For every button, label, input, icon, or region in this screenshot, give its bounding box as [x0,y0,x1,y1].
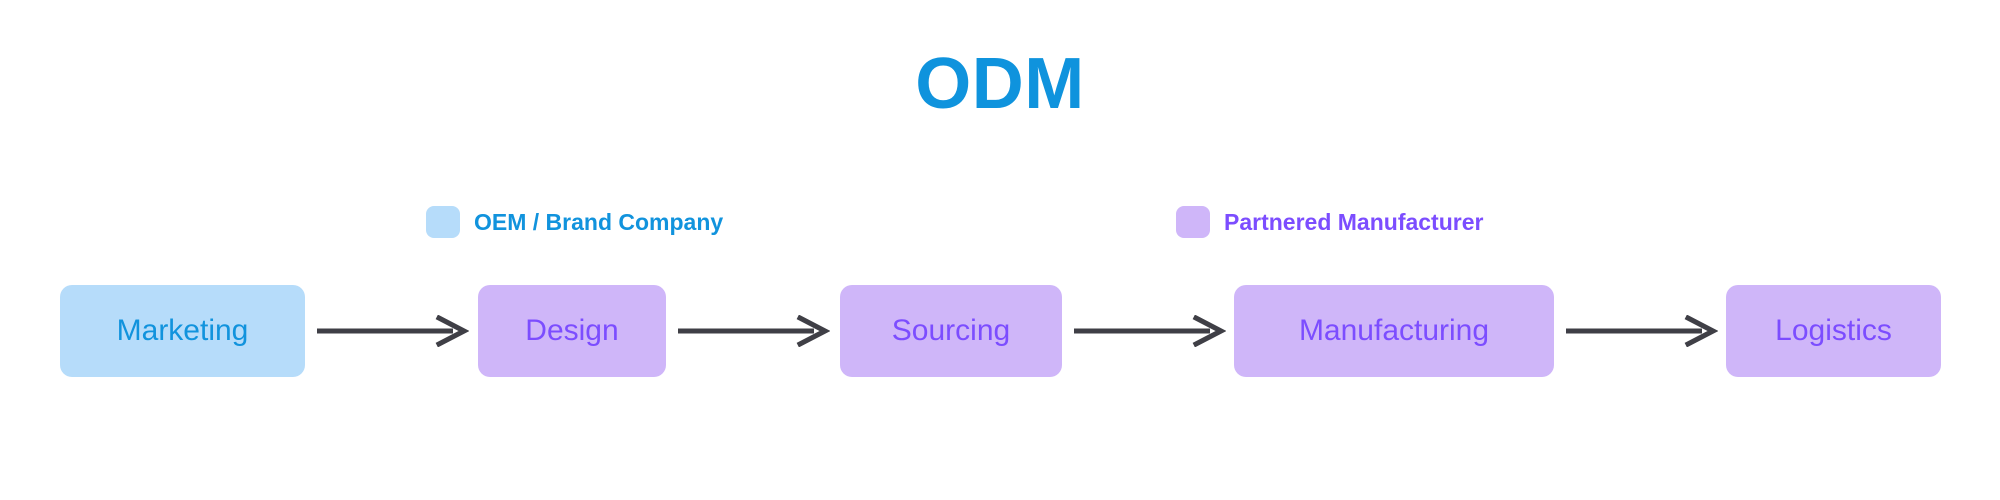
flow-node-label: Design [525,314,619,347]
flow-node-label: Logistics [1775,314,1892,347]
legend-item-oem-brand-company: OEM / Brand Company [426,204,723,240]
legend: OEM / Brand Company Partnered Manufactur… [0,204,2000,240]
flow-node-label: Marketing [116,314,249,347]
flow-node-sourcing: Sourcing [840,285,1062,377]
flow-arrow-marketing-to-design [317,315,469,347]
process-flow: Marketing Design Sourcing [0,285,2000,377]
flow-arrow-sourcing-to-manufacturing [1074,315,1226,347]
flow-node-label: Sourcing [891,314,1011,347]
flow-node-marketing: Marketing [60,285,305,377]
legend-item-partnered-manufacturer: Partnered Manufacturer [1176,204,1483,240]
flow-node-manufacturing: Manufacturing [1234,285,1554,377]
legend-swatch-oem-icon [426,206,460,238]
flow-arrow-manufacturing-to-logistics [1566,315,1718,347]
diagram-title: ODM [915,44,1085,124]
legend-label-partner: Partnered Manufacturer [1224,208,1484,235]
flow-arrow-design-to-sourcing [678,315,830,347]
flow-node-design: Design [478,285,666,377]
legend-label-oem: OEM / Brand Company [474,208,724,235]
legend-swatch-partner-icon [1176,206,1210,238]
flow-node-logistics: Logistics [1726,285,1941,377]
flow-node-label: Manufacturing [1298,314,1490,347]
